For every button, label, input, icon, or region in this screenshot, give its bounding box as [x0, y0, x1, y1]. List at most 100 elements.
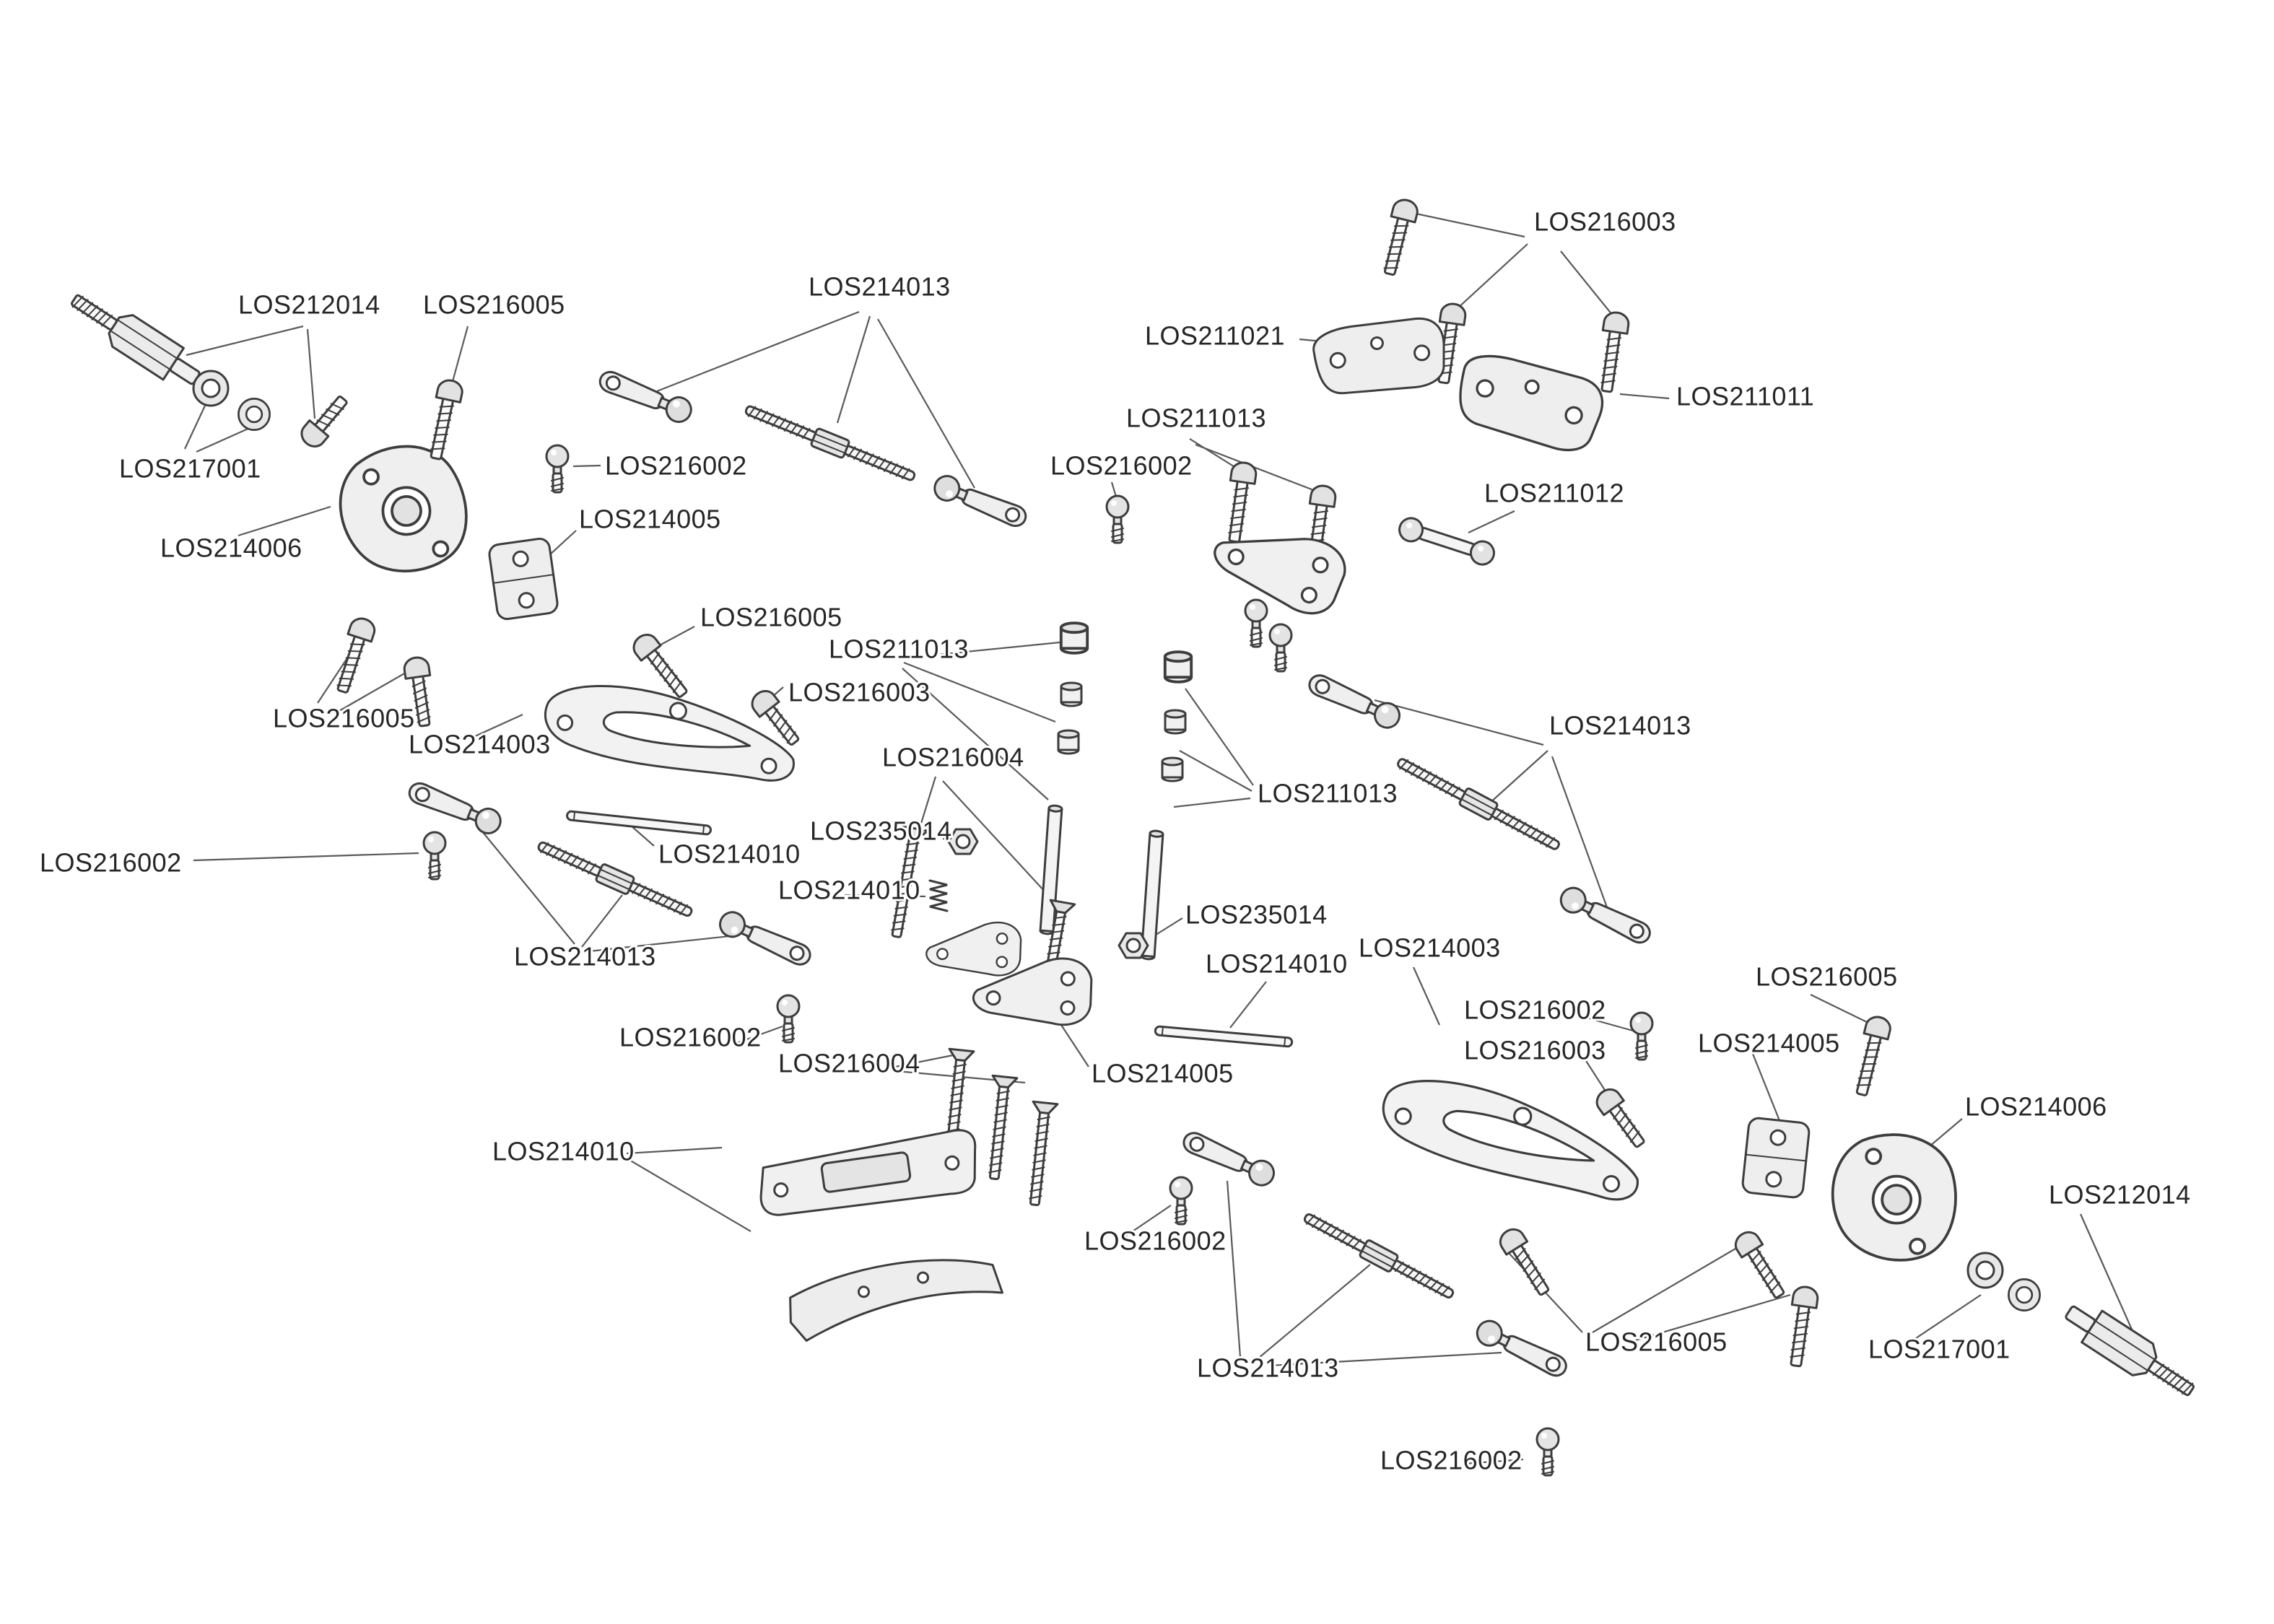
leader-line	[186, 325, 304, 357]
part-hexaxle	[71, 294, 201, 385]
leader-line	[1456, 243, 1528, 310]
part-label: LOS214010	[1206, 949, 1348, 979]
leader-line	[1125, 1205, 1172, 1236]
part-screw	[1228, 461, 1258, 543]
leader-line	[1468, 510, 1515, 533]
leader-line	[630, 825, 655, 847]
part-label: LOS216002	[1380, 1446, 1522, 1475]
part-ballstud	[1535, 1427, 1560, 1477]
part-label: LOS216002	[619, 1023, 762, 1052]
leader-line	[1810, 994, 1870, 1024]
leader-line	[894, 1052, 961, 1068]
part-screw	[336, 617, 376, 694]
leader-line	[1592, 1248, 1736, 1333]
part-bellcrank	[1214, 538, 1346, 615]
part-flathead	[891, 825, 929, 938]
part-nut	[1118, 932, 1149, 959]
part-rodend	[598, 370, 692, 423]
part-spacer	[1057, 729, 1080, 755]
part-label: LOS214005	[1698, 1029, 1840, 1058]
part-screw	[1600, 311, 1630, 393]
leader-line	[1911, 1294, 1982, 1342]
leader-line	[1560, 250, 1616, 320]
leader-line	[1488, 750, 1548, 805]
leader-line	[1254, 1264, 1371, 1362]
part-label: LOS216004	[778, 1049, 920, 1078]
part-spacer	[1164, 709, 1187, 735]
part-label: LOS214005	[579, 505, 721, 534]
leader-line	[581, 894, 623, 948]
part-ballstud	[1169, 1176, 1193, 1226]
part-ballstud	[1105, 494, 1130, 544]
leader-line	[482, 831, 575, 945]
leader-line	[238, 505, 331, 537]
leader-line	[915, 776, 937, 838]
leader-line	[656, 310, 860, 393]
part-screw	[1790, 1285, 1819, 1368]
part-screw	[403, 656, 432, 728]
leader-line	[1619, 393, 1670, 400]
part-brace	[759, 1129, 977, 1216]
leader-line	[1580, 1015, 1634, 1032]
part-bellcrank	[925, 921, 1022, 977]
part-screw	[632, 634, 688, 698]
part-ballstud	[1244, 598, 1268, 648]
part-rodend	[1308, 674, 1401, 729]
part-ballstud	[1629, 1011, 1654, 1061]
part-turnbuckle	[1397, 758, 1560, 850]
leader-line	[1632, 1293, 1791, 1343]
part-label: LOS214003	[409, 730, 551, 759]
part-pin	[1154, 1025, 1294, 1048]
part-mount	[1312, 317, 1445, 395]
part-label: LOS216005	[1756, 962, 1898, 992]
part-label: LOS214003	[1359, 933, 1501, 963]
part-knuckle	[339, 445, 468, 572]
part-bushing	[192, 370, 230, 407]
part-bellcrank	[972, 957, 1093, 1026]
leader-line	[193, 852, 419, 862]
leader-line	[1408, 211, 1525, 238]
part-ballstud	[1268, 623, 1293, 673]
part-label: LOS216003	[1464, 1036, 1606, 1065]
part-label: LOS211011	[1676, 382, 1814, 411]
part-ballstud	[545, 444, 570, 494]
part-label: LOS214013	[1197, 1353, 1339, 1383]
part-label: LOS211021	[1145, 321, 1285, 351]
part-label: LOS216002	[40, 848, 182, 878]
part-rodend	[718, 911, 811, 966]
part-knuckle	[1831, 1133, 1957, 1262]
part-label: LOS216002	[605, 451, 747, 481]
leader-line	[1195, 443, 1316, 492]
part-screw	[1595, 1088, 1645, 1148]
part-label: LOS217001	[119, 454, 261, 484]
leader-line	[1374, 699, 1544, 746]
part-label: LOS212014	[238, 290, 380, 320]
part-hexaxle	[2065, 1305, 2195, 1397]
leader-line	[1463, 1458, 1524, 1465]
leader-line	[627, 1158, 752, 1232]
leader-line	[836, 315, 871, 424]
leader-line	[474, 713, 523, 738]
leader-line	[306, 328, 316, 419]
leader-line	[1412, 966, 1441, 1026]
leader-line	[734, 1025, 783, 1045]
part-block	[488, 537, 559, 621]
part-label: LOS214013	[1549, 711, 1691, 741]
part-label: LOS216002	[1464, 995, 1606, 1025]
leader-line	[2079, 1213, 2134, 1332]
leader-line	[1229, 981, 1267, 1029]
leader-line	[626, 1146, 723, 1155]
part-post	[1140, 829, 1164, 961]
part-label: LOS235014	[1185, 900, 1328, 930]
part-spacer	[1163, 650, 1193, 684]
part-rodend	[1182, 1132, 1276, 1187]
leader-line	[844, 894, 926, 898]
part-screw	[1855, 1016, 1891, 1096]
part-label: LOS216003	[1534, 207, 1676, 237]
part-label: LOS212014	[2049, 1180, 2191, 1210]
part-label: LOS216002	[1050, 451, 1193, 481]
leader-line	[1751, 1053, 1783, 1127]
part-label: LOS235014	[810, 816, 952, 846]
part-ballstud	[776, 994, 801, 1044]
part-ballstud	[422, 831, 447, 881]
